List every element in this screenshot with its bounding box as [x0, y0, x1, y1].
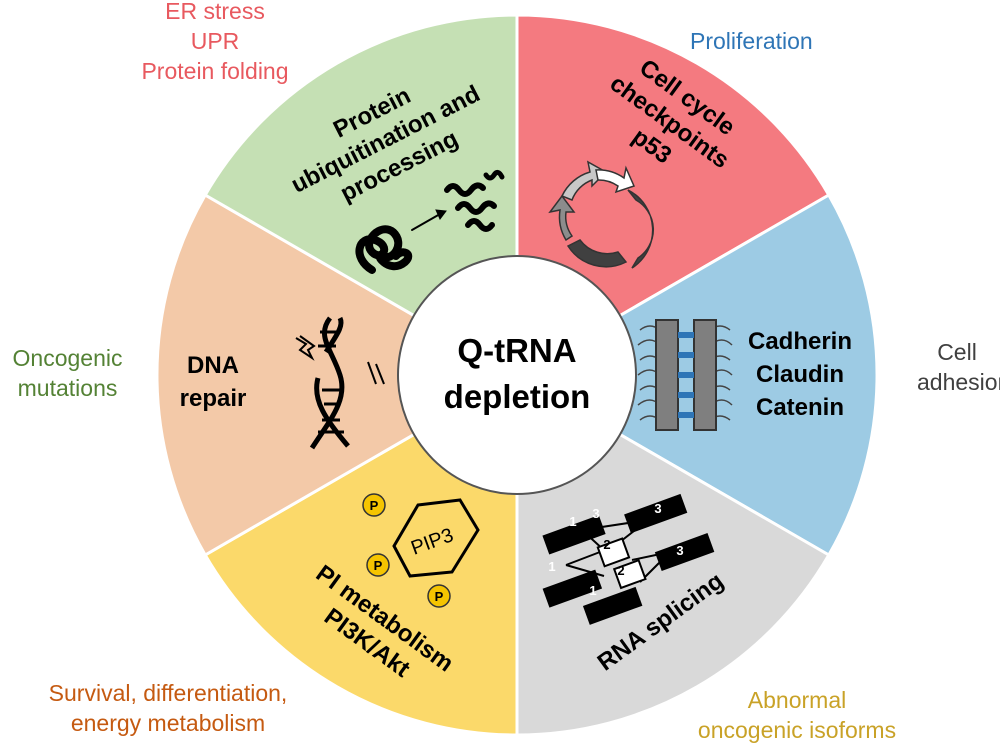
adhesion-label-line3: Catenin [756, 394, 844, 421]
rna-splicing-icon: 1 3 3 2 1 2 3 1 [542, 493, 715, 625]
outcome-dna-line1: Oncogenic [12, 345, 123, 371]
outcome-splicing: Abnormal oncogenic isoforms [672, 685, 922, 745]
segment-pi-metabolism [155, 192, 521, 558]
exon-label: 1 [548, 559, 555, 574]
center-title-line1: Q-tRNA [457, 332, 576, 369]
cell-junction-icon [637, 319, 733, 431]
outcome-adhesion-line1: Cell [937, 339, 977, 365]
center-circle [397, 255, 637, 495]
protein-unfolding-icon [355, 169, 505, 274]
phosphate-icon [427, 584, 451, 608]
exon-label: 3 [654, 501, 661, 516]
outcome-cellcycle-line1: Proliferation [690, 28, 813, 54]
outcome-splicing-line2: oncogenic isoforms [697, 717, 897, 743]
phosphate-label: P [374, 558, 383, 573]
phosphate-label: P [370, 498, 379, 513]
adhesion-label-line1: Cadherin [748, 328, 852, 355]
exon-label: 3 [592, 506, 599, 521]
outcome-splicing-line1: Abnormal [747, 687, 847, 713]
adhesion-label-line2: Claudin [756, 361, 844, 388]
exon-label: 2 [617, 563, 624, 578]
dna-label-line2: repair [180, 385, 247, 412]
outcome-protein-line1: ER stress [165, 0, 265, 24]
outcome-protein-line2: UPR [190, 28, 240, 54]
outcome-dna-line2: mutations [17, 375, 118, 401]
center-title-line2: depletion [444, 378, 591, 415]
exon-label: 1 [589, 583, 596, 598]
outcome-pi-line1: Survival, differentiation, [48, 680, 288, 706]
dna-damage-icon [295, 316, 385, 450]
outcome-dna: Oncogenic mutations [0, 343, 135, 403]
cell-cycle-icon [548, 160, 655, 269]
outcome-protein: ER stress UPR Protein folding [120, 0, 310, 86]
outcome-pi: Survival, differentiation, energy metabo… [18, 678, 318, 738]
exon-label: 3 [676, 543, 683, 558]
dna-label-line1: DNA [187, 352, 239, 379]
exon-label: 2 [603, 537, 610, 552]
outcome-cellcycle: Proliferation [690, 26, 813, 56]
phosphate-icon [366, 553, 390, 577]
outcome-protein-line3: Protein folding [141, 58, 289, 84]
outcome-pi-line2: energy metabolism [70, 710, 266, 736]
exon-label: 1 [569, 514, 576, 529]
phosphate-label: P [435, 589, 444, 604]
phosphate-icon [362, 493, 386, 517]
outcome-adhesion: Cell adhesion [917, 337, 1000, 397]
outcome-adhesion-line2: adhesion [917, 369, 1000, 395]
